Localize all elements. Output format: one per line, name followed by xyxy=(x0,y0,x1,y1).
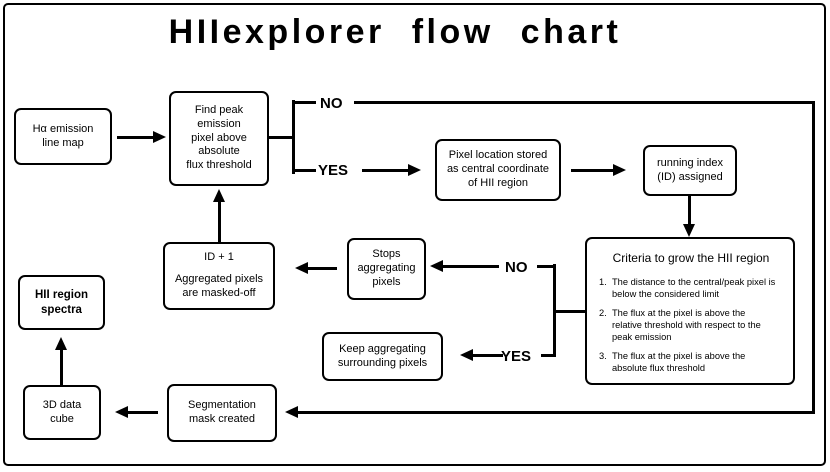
figure-border xyxy=(3,3,826,466)
connector-cube-to-spectra xyxy=(60,349,63,385)
node-label: Segmentation mask created xyxy=(188,399,256,425)
connector-no-path-right xyxy=(812,101,815,414)
arrowhead-stops-to-id-increment xyxy=(295,262,308,274)
node-label: HII region spectra xyxy=(34,289,89,316)
criteria-item-number: 2. xyxy=(599,308,607,319)
arrowhead-yes-to-pixel-location xyxy=(408,164,421,176)
label-yes-top-branch: YES xyxy=(318,162,349,179)
connector-findpeak-branch-stub xyxy=(268,136,295,139)
node-hii-region-spectra: HII region spectra xyxy=(18,275,105,330)
node-pixel-location-stored: Pixel location stored as central coordin… xyxy=(435,139,561,201)
criteria-item: 1. The distance to the central/peak pixe… xyxy=(599,276,783,300)
chart-title: HIIexplorer flow chart xyxy=(168,13,622,51)
node-running-index-assigned: running index (ID) assigned xyxy=(643,145,737,196)
connector-no-to-stops xyxy=(441,265,499,268)
arrowhead-no-path-to-segmentation xyxy=(285,406,298,418)
connector-yes-to-keep xyxy=(471,354,503,357)
label-yes-criteria-branch: YES xyxy=(501,348,532,365)
criteria-item-text: The distance to the central/peak pixel i… xyxy=(612,277,776,300)
connector-findpeak-branch-vertical xyxy=(292,100,295,174)
criteria-item-number: 3. xyxy=(599,351,607,362)
label-no-top-branch: NO xyxy=(320,95,343,112)
criteria-item: 3. The flux at the pixel is above the ab… xyxy=(599,350,783,374)
node-label: Stops aggregating pixels xyxy=(357,248,416,288)
arrowhead-no-to-stops xyxy=(430,260,443,272)
connector-criteria-branch-stub xyxy=(555,310,587,313)
arrowhead-ha-to-findpeak xyxy=(153,131,166,143)
node-label: Hα emission line map xyxy=(32,122,94,149)
node-segmentation-mask-created: Segmentation mask created xyxy=(167,384,277,442)
connector-yes-to-pixel-location xyxy=(362,169,410,172)
arrowhead-segmentation-to-cube xyxy=(115,406,128,418)
node-criteria-to-grow-hii-region: Criteria to grow the HII region 1. The d… xyxy=(585,237,795,385)
connector-no-path-bottom xyxy=(297,411,815,414)
node-label: 3D data cube xyxy=(42,398,82,425)
arrowhead-cube-to-spectra xyxy=(55,337,67,350)
node-3d-data-cube: 3D data cube xyxy=(23,385,101,440)
criteria-item-number: 1. xyxy=(599,277,607,287)
node-label: Keep aggregating surrounding pixels xyxy=(337,342,428,369)
node-id-increment-mask-off: ID + 1 Aggregated pixels are masked-off xyxy=(163,242,275,310)
node-label: running index (ID) assigned xyxy=(656,156,724,183)
connector-criteria-branch-vertical xyxy=(553,264,556,357)
connector-yes-mid-stub xyxy=(541,354,555,357)
node-find-peak-emission-pixel: Find peak emission pixel above absolute … xyxy=(169,91,269,186)
criteria-title: Criteria to grow the HII region xyxy=(612,251,770,265)
connector-segmentation-to-cube xyxy=(126,411,158,414)
node-keep-aggregating-pixels: Keep aggregating surrounding pixels xyxy=(322,332,443,381)
arrowhead-yes-to-keep xyxy=(460,349,473,361)
label-no-criteria-branch: NO xyxy=(505,259,528,276)
arrowhead-pixel-location-to-running-index xyxy=(613,164,626,176)
connector-no-path-top xyxy=(354,101,815,104)
arrowhead-id-increment-to-findpeak xyxy=(213,189,225,202)
connector-no-mid-stub xyxy=(537,265,555,268)
connector-yes-top-stub xyxy=(292,169,316,172)
connector-stops-to-id-increment xyxy=(306,267,337,270)
node-ha-emission-line-map: Hα emission line map xyxy=(14,108,112,165)
node-stops-aggregating-pixels: Stops aggregating pixels xyxy=(347,238,426,300)
connector-ha-to-findpeak xyxy=(117,136,155,139)
connector-running-index-to-criteria xyxy=(688,196,691,226)
connector-id-increment-to-findpeak xyxy=(218,201,221,242)
connector-pixel-location-to-running-index xyxy=(571,169,615,172)
connector-no-top-stub xyxy=(292,101,316,104)
node-label: Aggregated pixels are masked-off xyxy=(174,273,264,299)
criteria-item-text: The flux at the pixel is above the relat… xyxy=(612,308,761,343)
node-label: ID + 1 xyxy=(204,251,234,264)
node-label: Pixel location stored as central coordin… xyxy=(446,149,550,189)
arrowhead-running-index-to-criteria xyxy=(683,224,695,237)
criteria-item: 2. The flux at the pixel is above the re… xyxy=(599,307,783,343)
node-label: Find peak emission pixel above absolute … xyxy=(186,104,252,172)
criteria-item-text: The flux at the pixel is above the absol… xyxy=(612,351,746,374)
